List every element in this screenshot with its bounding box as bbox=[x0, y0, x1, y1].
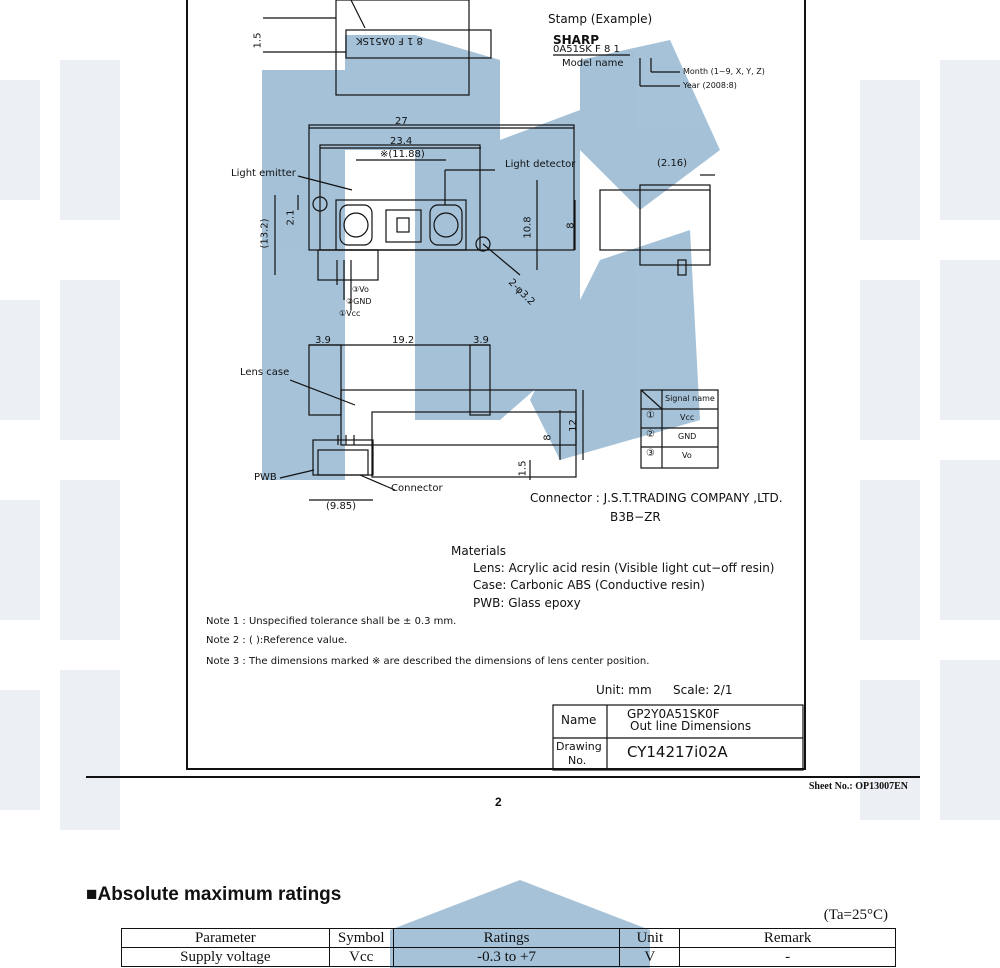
cell-symbol: Vcc bbox=[328, 947, 394, 967]
dim-2-1: 2.1 bbox=[285, 209, 297, 226]
title-block-name-value-1: GP2Y0A51SK0F bbox=[627, 707, 720, 721]
title-block-drawing-number: CY14217i02A bbox=[627, 743, 728, 761]
title-block-drawing-label-1: Drawing bbox=[556, 740, 602, 753]
signal-name-2: GND bbox=[678, 432, 697, 441]
stamp-month-label: Month (1~9, X, Y, Z) bbox=[683, 67, 765, 76]
cell-ratings: -0.3 to +7 bbox=[392, 947, 621, 967]
dim-23-4: 23.4 bbox=[390, 136, 413, 147]
stamp-model-line: 0A51SK F 8 1 bbox=[553, 44, 620, 55]
connector-label: Connector bbox=[391, 483, 443, 494]
dim-8-bottom: 8 bbox=[542, 434, 554, 441]
connector-note-2: B3B−ZR bbox=[610, 510, 661, 524]
signal-name-3: Vo bbox=[682, 451, 692, 460]
dim-3-9-right: 3.9 bbox=[473, 335, 489, 346]
materials-case: Case: Carbonic ABS (Conductive resin) bbox=[473, 578, 705, 592]
stamp-brand: SHARP bbox=[553, 33, 600, 47]
outline-drawing-frame bbox=[186, 0, 806, 770]
cell-unit: V bbox=[619, 947, 681, 967]
dim-1-5-bottom: 1.5 bbox=[517, 460, 529, 477]
ratings-table: Parameter Symbol Ratings Unit Remark Sup… bbox=[121, 928, 896, 967]
section-title: ■Absolute maximum ratings bbox=[86, 884, 342, 905]
dim-9-85: (9.85) bbox=[326, 501, 357, 512]
stamp-example-label: Stamp (Example) bbox=[548, 12, 653, 26]
table-header-row: Parameter Symbol Ratings Unit Remark bbox=[121, 928, 896, 948]
ambient-condition: (Ta=25°C) bbox=[823, 907, 888, 923]
dim-2-16: (2.16) bbox=[657, 158, 688, 169]
table-row: Supply voltage Vcc -0.3 to +7 V - bbox=[121, 947, 896, 967]
footer-divider bbox=[86, 776, 920, 778]
pin-gnd-label: ②GND bbox=[346, 297, 372, 306]
pin-vcc-label: ①Vcc bbox=[339, 309, 361, 318]
signal-table-header: Signal name bbox=[665, 394, 715, 403]
cell-parameter: Supply voltage bbox=[121, 947, 330, 967]
dim-10-8: 10.8 bbox=[522, 216, 534, 239]
column-header: Symbol bbox=[328, 928, 394, 948]
materials-pwb: PWB: Glass epoxy bbox=[473, 596, 581, 610]
dim-1-5: 1.5 bbox=[252, 32, 264, 49]
mirror-stamp-text: 8 1 F 0A51SK bbox=[356, 35, 423, 46]
cell-remark: - bbox=[679, 947, 896, 967]
note-1: Note 1 : Unspecified tolerance shall be … bbox=[206, 616, 457, 627]
column-header: Parameter bbox=[121, 928, 330, 948]
stamp-year-label: Year (2008:8) bbox=[683, 81, 737, 90]
note-2: Note 2 : ( ):Reference value. bbox=[206, 635, 348, 646]
signal-pin-2: ② bbox=[646, 429, 655, 440]
materials-lens: Lens: Acrylic acid resin (Visible light … bbox=[473, 561, 775, 575]
note-3: Note 3 : The dimensions marked ※ are des… bbox=[206, 656, 650, 667]
connector-note-1: Connector : J.S.T.TRADING COMPANY ,LTD. bbox=[530, 491, 783, 505]
sheet-number: Sheet No.: OP13007EN bbox=[808, 781, 908, 792]
light-detector-label: Light detector bbox=[505, 159, 576, 170]
dim-8-side: 8 bbox=[565, 222, 577, 229]
page-number: 2 bbox=[495, 795, 502, 809]
column-header: Remark bbox=[679, 928, 896, 948]
dim-11-88: ※(11.88) bbox=[380, 149, 425, 160]
title-block-name-value-2: Out line Dimensions bbox=[630, 719, 752, 733]
dim-27: 27 bbox=[395, 116, 408, 127]
unit-label: Unit: mm bbox=[596, 683, 652, 697]
pin-vo-label: ③Vo bbox=[352, 285, 369, 294]
column-header: Ratings bbox=[392, 928, 621, 948]
column-header: Unit bbox=[619, 928, 681, 948]
signal-pin-3: ③ bbox=[646, 448, 655, 459]
title-block-name-label: Name bbox=[561, 713, 597, 727]
lens-case-label: Lens case bbox=[240, 367, 290, 378]
dim-13-2: (13.2) bbox=[259, 218, 271, 249]
stamp-model-name-label: Model name bbox=[562, 58, 624, 69]
pwb-label: PWB bbox=[254, 472, 277, 483]
signal-name-1: Vcc bbox=[680, 413, 695, 422]
light-emitter-label: Light emitter bbox=[231, 168, 296, 179]
title-block-drawing-label-2: No. bbox=[568, 754, 587, 767]
dim-3-9-left: 3.9 bbox=[315, 335, 331, 346]
signal-pin-1: ① bbox=[646, 410, 655, 421]
materials-title: Materials bbox=[451, 544, 507, 558]
dim-19-2: 19.2 bbox=[392, 335, 415, 346]
dim-12: 12 bbox=[567, 419, 579, 432]
scale-label: Scale: 2/1 bbox=[673, 683, 733, 697]
